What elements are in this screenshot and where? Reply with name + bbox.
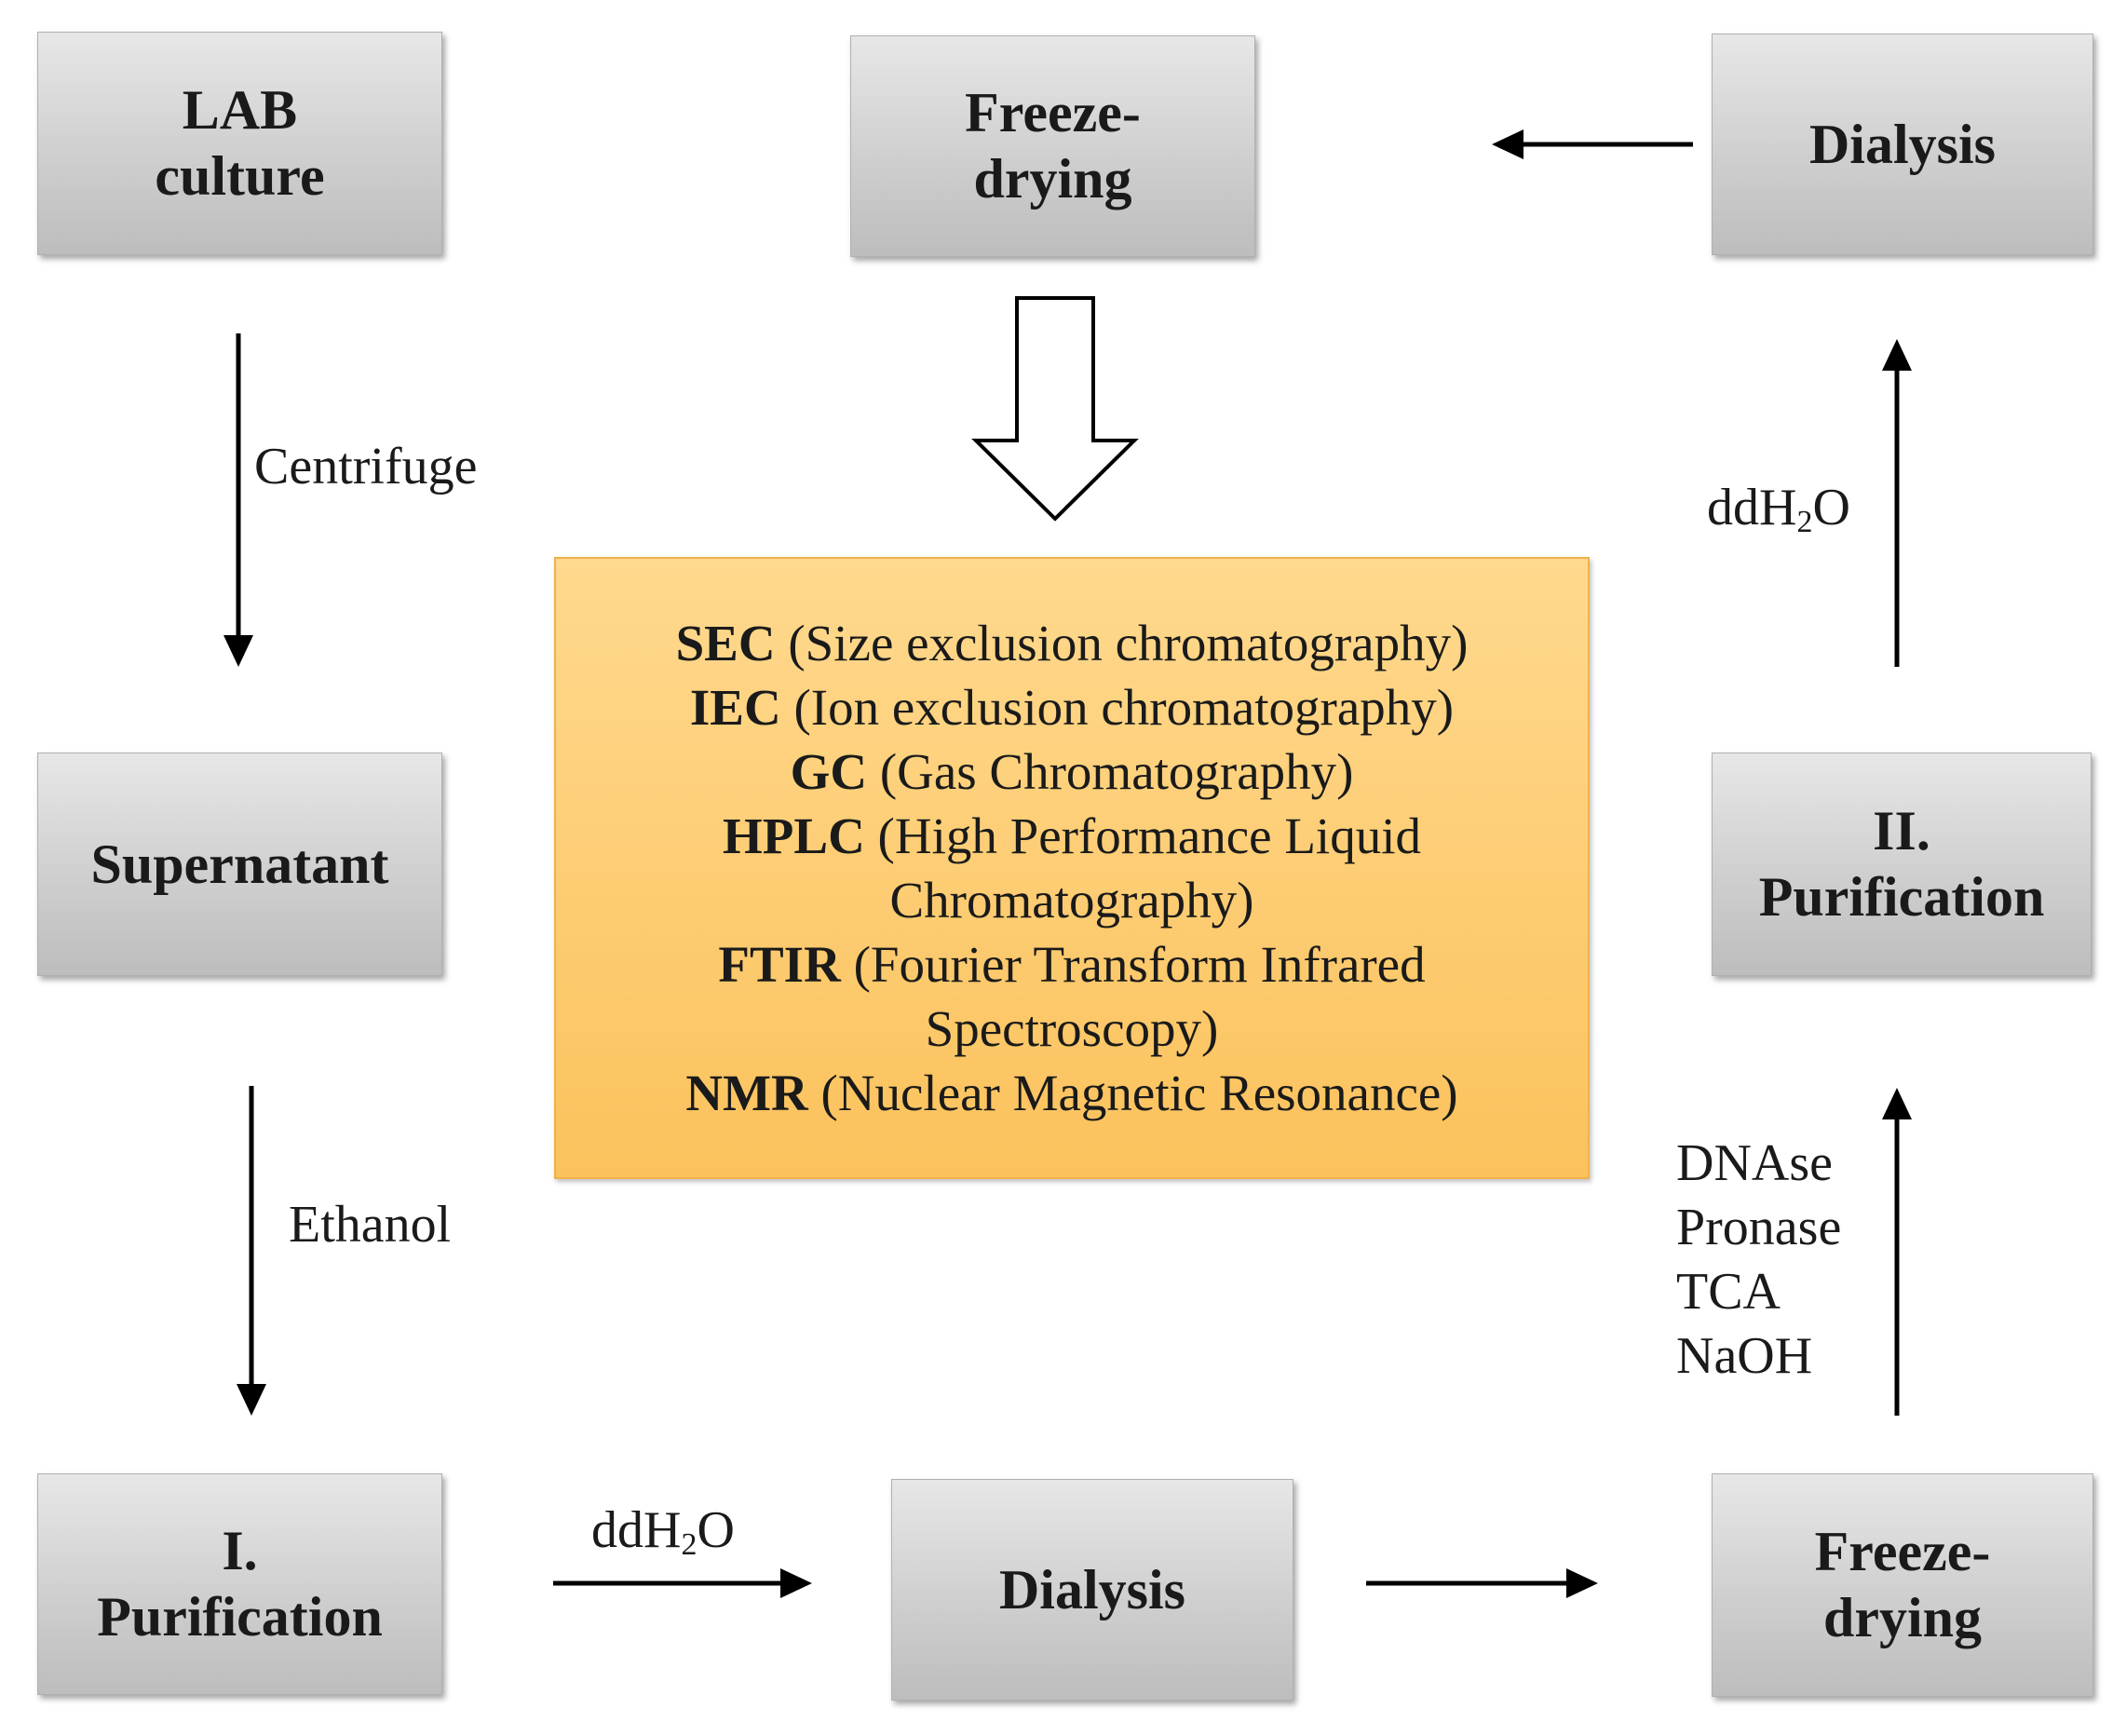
reagent-item: TCA <box>1676 1263 1781 1321</box>
method-line: HPLC (High Performance Liquid <box>723 804 1421 868</box>
method-abbr: NMR <box>685 1065 808 1121</box>
box-dialysis-top-line-1: Dialysis <box>1808 113 1997 175</box>
method-line: IEC (Ion exclusion chromatography) <box>690 675 1454 739</box>
method-abbr: HPLC <box>723 807 865 864</box>
box-freeze-drying-top: Freeze-drying <box>850 35 1255 257</box>
label-ddh2o-right-sub: 2 <box>1796 505 1813 539</box>
method-line: Spectroscopy) <box>926 997 1219 1061</box>
method-abbr: GC <box>790 743 868 800</box>
analysis-methods-box: SEC (Size exclusion chromatography) IEC … <box>554 557 1590 1179</box>
arrow-freeze-drying-to-purification-2 <box>1882 1088 1912 1416</box>
box-dialysis-top: Dialysis <box>1712 34 2093 255</box>
method-desc: (Fourier Transform Infrared <box>840 936 1426 993</box>
method-abbr: IEC <box>689 679 781 736</box>
box-purification-2-line-1: II. <box>1873 800 1930 862</box>
label-centrifuge: Centrifuge <box>254 438 478 495</box>
box-purification-1: I.Purification <box>37 1473 442 1695</box>
block-arrow-freeze-drying-to-analysis <box>971 296 1139 522</box>
label-ddh2o-bottom: ddH2O <box>591 1499 735 1562</box>
box-lab-culture-line-1: LAB <box>182 79 298 142</box>
method-line: NMR (Nuclear Magnetic Resonance) <box>685 1061 1457 1125</box>
box-dialysis-bottom-line-1: Dialysis <box>998 1558 1186 1621</box>
label-ddh2o-right: ddH2O <box>1707 477 1850 539</box>
method-abbr: SEC <box>675 615 776 671</box>
label-ddh2o-right-base: ddH <box>1707 479 1797 536</box>
method-line: GC (Gas Chromatography) <box>791 739 1354 804</box>
method-desc: (Gas Chromatography) <box>867 743 1354 800</box>
method-desc: (Ion exclusion chromatography) <box>780 679 1455 736</box>
box-supernatant-line-1: Supernatant <box>90 833 389 895</box>
arrow-purification-1-to-dialysis <box>553 1568 812 1598</box>
box-freeze-drying-bottom: Freeze-drying <box>1712 1473 2093 1697</box>
label-reagents: DNAse Pronase TCA NaOH <box>1676 1132 1841 1389</box>
method-line: FTIR (Fourier Transform Infrared <box>718 932 1425 997</box>
box-freeze-drying-bottom-line-2: drying <box>1822 1587 1983 1648</box>
arrow-dialysis-to-freeze-drying <box>1366 1568 1598 1598</box>
box-supernatant: Supernatant <box>37 753 442 976</box>
method-line: Chromatography) <box>889 868 1253 932</box>
box-purification-2-line-2: Purification <box>1758 866 2045 928</box>
reagent-item: Pronase <box>1676 1199 1842 1256</box>
method-desc: (Nuclear Magnetic Resonance) <box>807 1065 1458 1121</box>
label-ddh2o-right-tail: O <box>1812 479 1850 536</box>
arrow-dialysis-to-freeze-drying-top <box>1492 129 1693 159</box>
label-ddh2o-bottom-sub: 2 <box>681 1527 697 1562</box>
box-lab-culture-line-2: culture <box>155 145 325 207</box>
arrow-purification-2-to-dialysis <box>1882 339 1912 667</box>
label-ethanol: Ethanol <box>289 1196 452 1254</box>
method-desc: Spectroscopy) <box>925 1000 1219 1057</box>
arrow-supernatant-to-purification-1 <box>237 1086 266 1416</box>
method-line: SEC (Size exclusion chromatography) <box>676 611 1469 675</box>
box-freeze-drying-bottom-line-1: Freeze- <box>1814 1521 1991 1583</box>
method-abbr: FTIR <box>718 936 841 993</box>
label-ddh2o-bottom-tail: O <box>697 1501 735 1559</box>
box-freeze-drying-top-line-1: Freeze- <box>965 82 1141 144</box>
reagent-item: NaOH <box>1676 1327 1813 1385</box>
label-ddh2o-bottom-base: ddH <box>591 1501 682 1559</box>
box-freeze-drying-top-line-2: drying <box>973 148 1132 210</box>
box-purification-2: II.Purification <box>1712 753 2092 976</box>
box-purification-1-line-1: I. <box>222 1520 258 1582</box>
method-desc: Chromatography) <box>889 872 1254 929</box>
box-dialysis-bottom: Dialysis <box>891 1479 1293 1701</box>
box-purification-1-line-2: Purification <box>97 1586 383 1648</box>
reagent-item: DNAse <box>1676 1134 1833 1192</box>
arrow-lab-to-supernatant <box>223 333 253 667</box>
method-desc: (Size exclusion chromatography) <box>775 615 1469 671</box>
method-desc: (High Performance Liquid <box>864 807 1421 864</box>
